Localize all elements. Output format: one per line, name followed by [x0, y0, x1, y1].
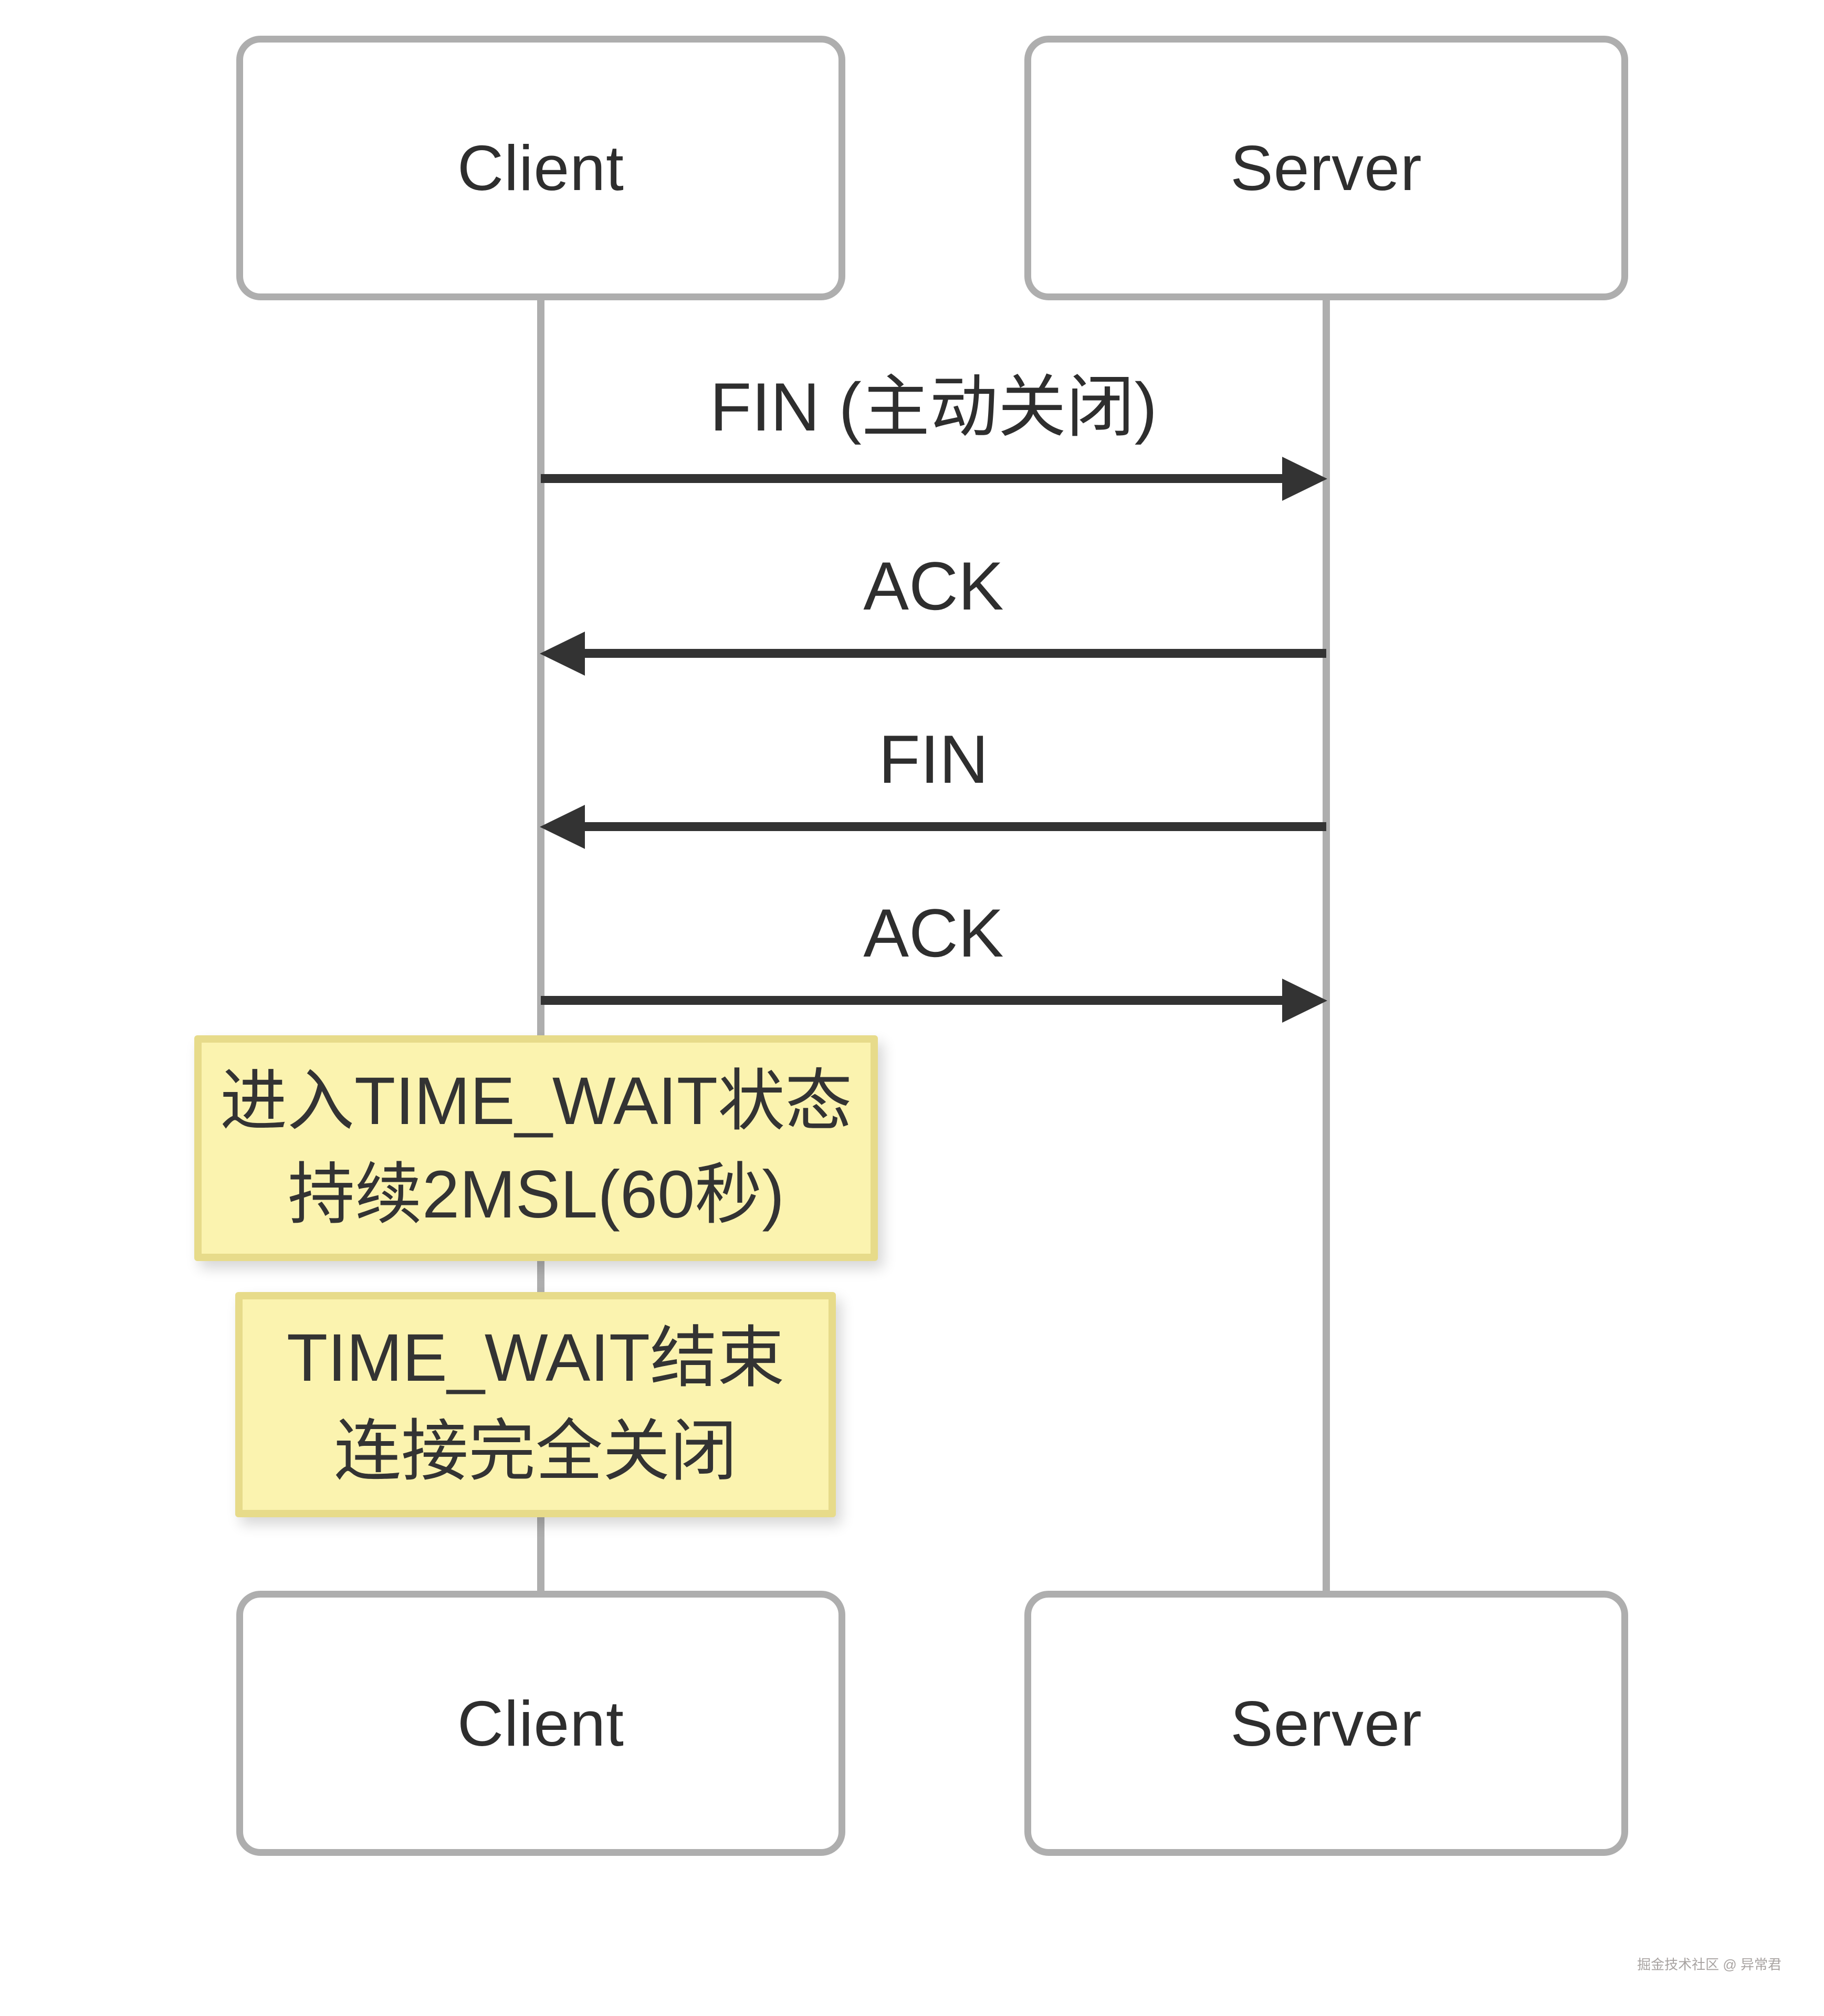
actor-label-server: Server	[1230, 132, 1422, 204]
message-ack-2: ACK	[541, 895, 1327, 1023]
note-enter-time-wait: 进入TIME_WAIT状态 持续2MSL(60秒)	[194, 1035, 878, 1261]
message-label: ACK	[863, 895, 1004, 971]
actor-label-client: Client	[457, 1687, 624, 1759]
arrowhead-left-icon	[540, 804, 585, 849]
message-label: FIN (主动关闭)	[709, 369, 1158, 445]
actor-box-server-bottom: Server	[1024, 1591, 1628, 1856]
arrow-line	[578, 822, 1326, 831]
server-lifeline	[1323, 300, 1330, 1591]
actor-box-client-bottom: Client	[236, 1591, 845, 1856]
client-lifeline	[537, 300, 544, 1591]
actor-label-server: Server	[1230, 1687, 1422, 1759]
actor-label-client: Client	[457, 132, 624, 204]
actor-box-client-top: Client	[236, 36, 845, 300]
arrow-line	[541, 474, 1290, 483]
arrow-line	[541, 996, 1290, 1005]
message-ack-1: ACK	[540, 548, 1326, 676]
actor-box-server-top: Server	[1024, 36, 1628, 300]
note-line: TIME_WAIT结束	[286, 1320, 785, 1395]
message-label: ACK	[863, 548, 1004, 624]
arrowhead-right-icon	[1282, 978, 1327, 1023]
note-time-wait-end: TIME_WAIT结束 连接完全关闭	[235, 1292, 836, 1517]
message-fin-active-close: FIN (主动关闭)	[541, 369, 1327, 501]
arrowhead-left-icon	[540, 631, 585, 676]
message-fin-server: FIN	[540, 721, 1326, 849]
note-line: 进入TIME_WAIT状态	[219, 1064, 853, 1139]
message-label: FIN	[878, 721, 989, 797]
arrowhead-right-icon	[1282, 456, 1327, 501]
arrow-line	[578, 649, 1326, 658]
note-line: 持续2MSL(60秒)	[288, 1157, 784, 1232]
note-line: 连接完全关闭	[333, 1413, 737, 1489]
watermark-text: 掘金技术社区 @ 异常君	[1637, 1957, 1781, 1972]
